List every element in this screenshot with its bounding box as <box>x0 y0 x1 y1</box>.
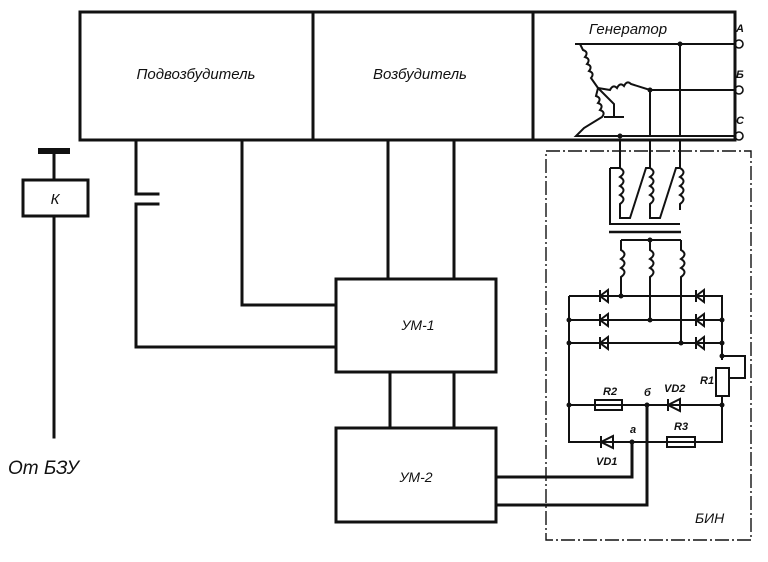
junction <box>647 237 653 243</box>
machine-block <box>78 10 737 142</box>
diode-icon <box>694 312 705 328</box>
junction <box>678 340 684 346</box>
diode-icon <box>598 288 609 304</box>
junction <box>647 87 653 93</box>
subexciter-label: Подвозбудитель <box>137 66 256 83</box>
transformer <box>609 140 686 343</box>
bin-frame <box>545 150 752 541</box>
lower-loop <box>568 405 723 443</box>
vd1-diode-icon <box>598 434 614 450</box>
junction <box>677 41 683 47</box>
vd2-label: VD2 <box>664 383 685 395</box>
source-label: От БЗУ <box>8 458 81 479</box>
um2-label: УМ-2 <box>398 469 432 485</box>
secondary-winding <box>619 239 686 343</box>
terminals <box>734 39 744 141</box>
generator-label: Генератор <box>589 21 667 38</box>
terminal-b[interactable] <box>734 85 744 95</box>
terminal-c-label: С <box>736 115 745 127</box>
r2-body <box>594 399 623 411</box>
junction <box>647 317 653 323</box>
diode-icon <box>694 335 705 351</box>
ground-symbol <box>597 87 624 118</box>
bin-label: БИН <box>695 510 725 526</box>
diodes-right <box>694 288 705 351</box>
um1-label: УМ-1 <box>400 317 434 333</box>
r3-body <box>666 436 696 448</box>
um2-to-node-a <box>494 441 634 479</box>
resistor-r1 <box>715 353 746 440</box>
diode-icon <box>598 312 609 328</box>
r1-wiper <box>722 355 746 379</box>
junction <box>719 340 725 346</box>
relay-label: К <box>51 191 61 208</box>
r1-label: R1 <box>700 375 714 387</box>
winding-c <box>573 87 735 137</box>
r2-vd2-row <box>566 397 725 413</box>
relay-k <box>21 148 90 439</box>
terminal-b-label: Б <box>736 69 744 81</box>
terminal-a-label: А <box>735 23 744 35</box>
node-b <box>644 402 650 408</box>
r1-body <box>715 367 730 397</box>
junction <box>617 133 623 139</box>
um1-block <box>334 277 498 374</box>
diode-icon <box>598 335 609 351</box>
subexciter-to-um1 <box>240 138 338 307</box>
diode-icon <box>694 288 705 304</box>
vd1-label: VD1 <box>596 456 617 468</box>
exciter-label: Возбудитель <box>373 66 467 83</box>
node-a-label: а <box>630 424 636 436</box>
machine-outline <box>78 10 737 142</box>
generator-winding <box>573 41 735 139</box>
um2-block <box>334 426 498 524</box>
primary-winding <box>609 167 685 225</box>
junction <box>719 317 725 323</box>
junction <box>566 317 572 323</box>
diodes-left <box>598 288 609 351</box>
vd2-diode-icon <box>665 397 681 413</box>
r3-label: R3 <box>674 421 688 433</box>
wiring-subexciter <box>134 138 456 349</box>
node-a <box>629 439 635 445</box>
node-b-label: б <box>644 387 652 399</box>
terminal-a[interactable] <box>734 39 744 49</box>
vd1-r3-row <box>568 405 723 450</box>
contact-upper <box>134 138 160 196</box>
contact-lower-wire <box>134 202 338 349</box>
junction <box>566 340 572 346</box>
um2-to-node-b <box>494 403 649 507</box>
winding-a <box>575 43 599 89</box>
r2-label: R2 <box>603 386 617 398</box>
junction <box>618 293 624 299</box>
terminal-c[interactable] <box>734 131 744 141</box>
winding-b <box>597 81 735 92</box>
